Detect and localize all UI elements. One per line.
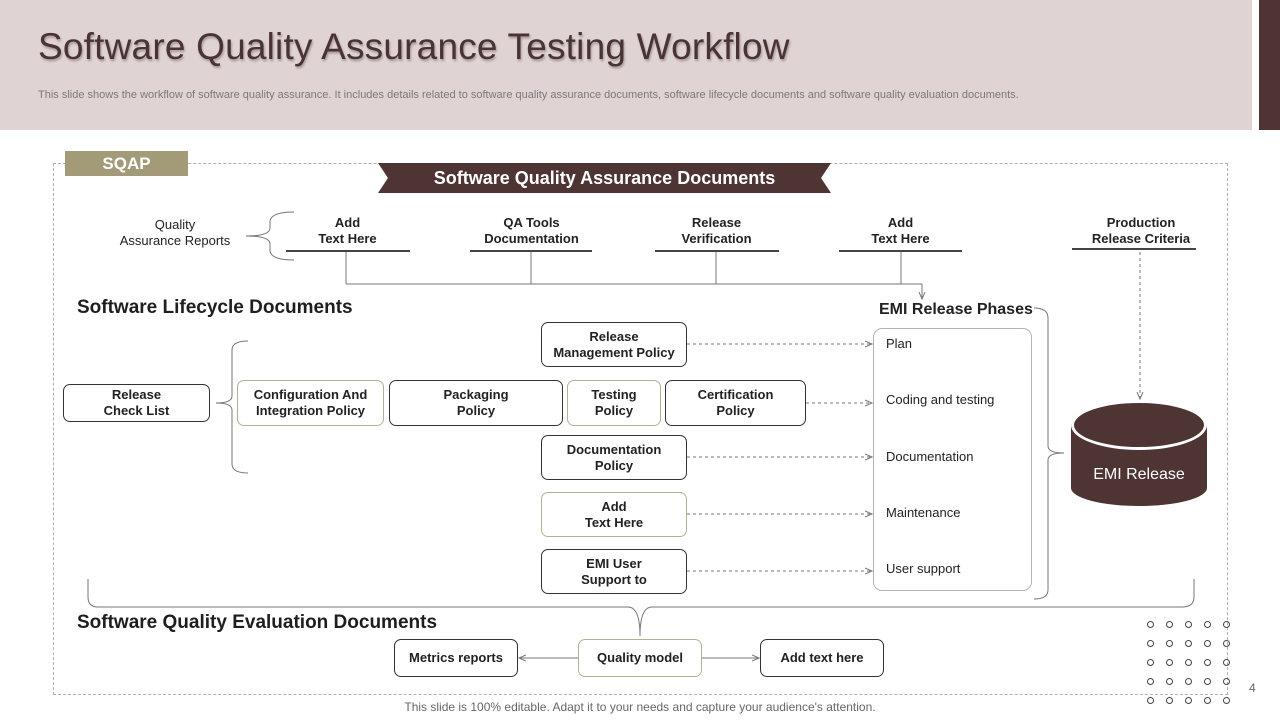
decorative-dot bbox=[1147, 697, 1154, 704]
metrics-reports-box: Metrics reports bbox=[394, 639, 518, 677]
decorative-dot bbox=[1223, 697, 1230, 704]
sqa-documents-banner: Software Quality Assurance Documents bbox=[378, 163, 831, 193]
production-criteria-underline bbox=[1072, 248, 1196, 250]
certification-policy-box: Certification Policy bbox=[665, 380, 806, 426]
decorative-dot-grid bbox=[1147, 621, 1237, 717]
emi-phases-title: EMI Release Phases bbox=[879, 301, 1033, 318]
evaluation-heading: Software Quality Evaluation Documents bbox=[77, 612, 438, 633]
decorative-dot bbox=[1166, 640, 1173, 647]
decorative-dot bbox=[1223, 640, 1230, 647]
decorative-dot bbox=[1204, 697, 1211, 704]
qa-doc-item-3: Release Verification bbox=[681, 215, 752, 246]
production-release-criteria: Production Release Criteria bbox=[1091, 215, 1191, 246]
phase-maintenance: Maintenance bbox=[886, 505, 961, 520]
decorative-dot bbox=[1166, 621, 1173, 628]
decorative-dot bbox=[1185, 621, 1192, 628]
documentation-policy-box: Documentation Policy bbox=[541, 435, 687, 480]
qa-doc-underline-4 bbox=[839, 250, 962, 252]
page-number: 4 bbox=[1249, 681, 1256, 695]
qa-reports-label: Quality Assurance Reports bbox=[119, 217, 231, 248]
page-title: Software Quality Assurance Testing Workf… bbox=[38, 26, 790, 67]
release-checklist-box: Release Check List bbox=[63, 384, 210, 422]
decorative-dot bbox=[1147, 640, 1154, 647]
release-mgmt-policy-box: Release Management Policy bbox=[541, 322, 687, 367]
testing-policy-box: Testing Policy bbox=[567, 380, 661, 426]
qa-reports-brace bbox=[245, 211, 295, 261]
decorative-dot bbox=[1166, 678, 1173, 685]
header-band bbox=[0, 0, 1252, 130]
emi-user-support-box: EMI User Support to bbox=[541, 549, 687, 594]
emi-phases-panel bbox=[873, 328, 1032, 591]
qa-doc-item-2: QA Tools Documentation bbox=[484, 215, 579, 246]
decorative-dot bbox=[1166, 659, 1173, 666]
decorative-dot bbox=[1147, 659, 1154, 666]
emi-release-cylinder-top bbox=[1071, 400, 1207, 450]
add-text-box: Add Text Here bbox=[541, 492, 687, 537]
decorative-dot bbox=[1204, 659, 1211, 666]
decorative-dot bbox=[1223, 621, 1230, 628]
qa-doc-underline-2 bbox=[470, 250, 592, 252]
phase-user-support: User support bbox=[886, 561, 961, 576]
decorative-dot bbox=[1204, 678, 1211, 685]
lifecycle-brace bbox=[215, 340, 249, 474]
decorative-dot bbox=[1166, 697, 1173, 704]
add-text-here-box: Add text here bbox=[760, 639, 884, 677]
decorative-dot bbox=[1185, 659, 1192, 666]
decorative-dot bbox=[1185, 640, 1192, 647]
qa-doc-item-1: Add Text Here bbox=[318, 215, 377, 246]
qa-doc-underline-3 bbox=[655, 250, 779, 252]
decorative-dot bbox=[1204, 640, 1211, 647]
phase-plan: Plan bbox=[886, 336, 913, 351]
lifecycle-heading: Software Lifecycle Documents bbox=[77, 297, 353, 318]
quality-model-box: Quality model bbox=[578, 639, 702, 677]
phase-documentation: Documentation bbox=[886, 449, 974, 464]
qa-doc-underline-1 bbox=[286, 250, 410, 252]
decorative-dot bbox=[1147, 621, 1154, 628]
evaluation-brace bbox=[87, 579, 1195, 637]
phases-brace bbox=[1033, 307, 1065, 600]
config-policy-box: Configuration And Integration Policy bbox=[237, 380, 384, 426]
decorative-dot bbox=[1185, 697, 1192, 704]
emi-release-label: EMI Release bbox=[1093, 466, 1185, 483]
qa-doc-item-4: Add Text Here bbox=[871, 215, 930, 246]
decorative-dot bbox=[1204, 621, 1211, 628]
footer-note: This slide is 100% editable. Adapt it to… bbox=[404, 700, 876, 714]
sqap-tag: SQAP bbox=[65, 151, 188, 176]
decorative-dot bbox=[1147, 678, 1154, 685]
decorative-dot bbox=[1185, 678, 1192, 685]
phase-coding-testing: Coding and testing bbox=[886, 392, 995, 407]
page-subtitle: This slide shows the workflow of softwar… bbox=[38, 89, 1019, 101]
decorative-dot bbox=[1223, 678, 1230, 685]
packaging-policy-box: Packaging Policy bbox=[389, 380, 563, 426]
header-accent-bar bbox=[1259, 0, 1280, 130]
decorative-dot bbox=[1223, 659, 1230, 666]
